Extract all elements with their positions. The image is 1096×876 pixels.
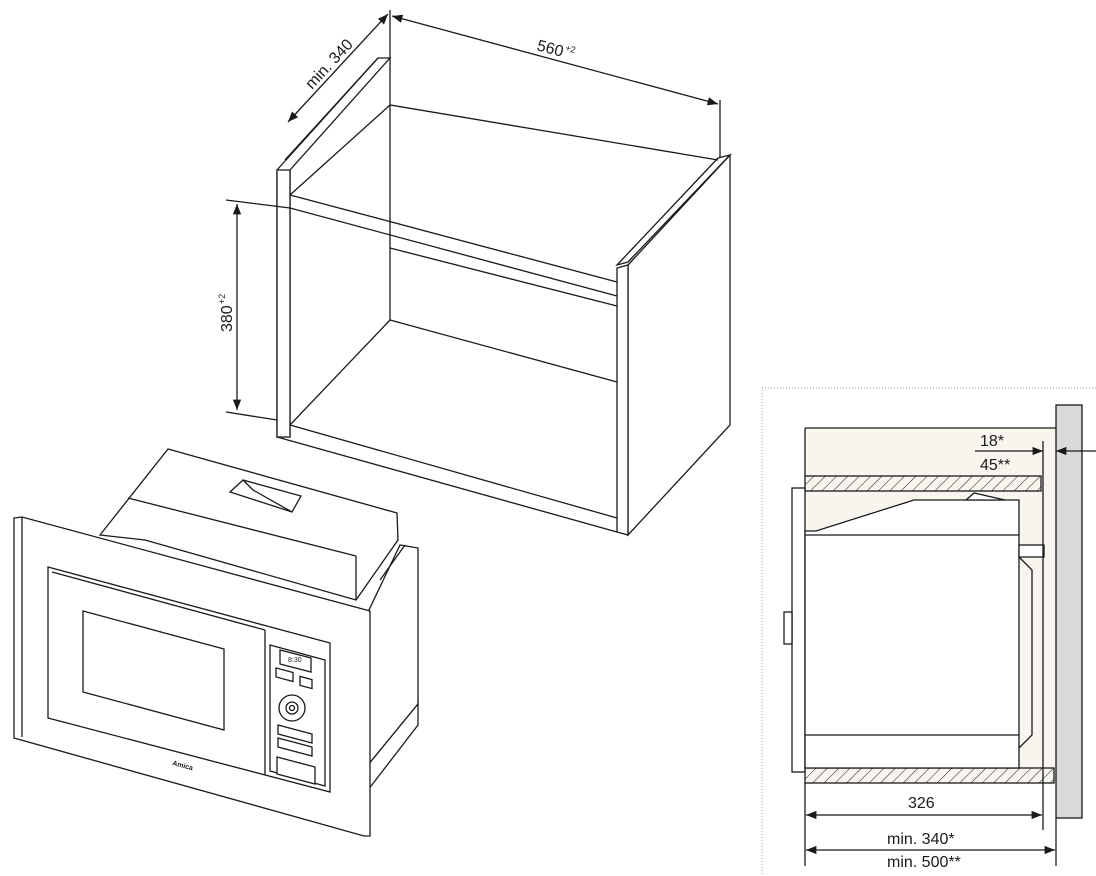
gap-top-label: 18*	[980, 433, 1004, 450]
side-section-view: 18* 45** 326 min. 340* min. 500**	[761, 387, 1096, 876]
wall	[1055, 404, 1083, 819]
start-button[interactable]	[277, 724, 313, 744]
depth-dimension-line	[287, 13, 389, 123]
door-release-button[interactable]	[276, 756, 316, 785]
cabinet-niche	[276, 57, 733, 537]
handle	[783, 611, 793, 645]
top-board-hatched	[804, 475, 1042, 492]
bottom-board-hatched	[804, 767, 1055, 784]
front-frame	[791, 487, 806, 773]
appliance-depth-label: 326	[908, 795, 935, 812]
min-depth-1-label: min. 340*	[887, 831, 955, 848]
door-window	[82, 610, 225, 731]
stop-button[interactable]	[277, 737, 313, 757]
width-tolerance: +2	[564, 43, 577, 55]
min-depth-2-label: min. 500**	[887, 854, 961, 871]
display-time: 8:30	[288, 657, 302, 664]
depth-label: min. 340	[302, 36, 356, 93]
width-dimension-line	[391, 14, 719, 106]
panel-button[interactable]	[275, 667, 294, 683]
display	[279, 649, 312, 673]
width-label: 560	[535, 37, 565, 60]
gap-bottom-label: 45**	[980, 457, 1010, 474]
panel-button[interactable]	[299, 675, 313, 690]
height-tolerance: +2	[217, 294, 227, 304]
height-label: 380	[219, 305, 236, 332]
microwave-isometric: 8:30 Amica	[13, 448, 419, 837]
top-vent-icon	[228, 479, 302, 513]
